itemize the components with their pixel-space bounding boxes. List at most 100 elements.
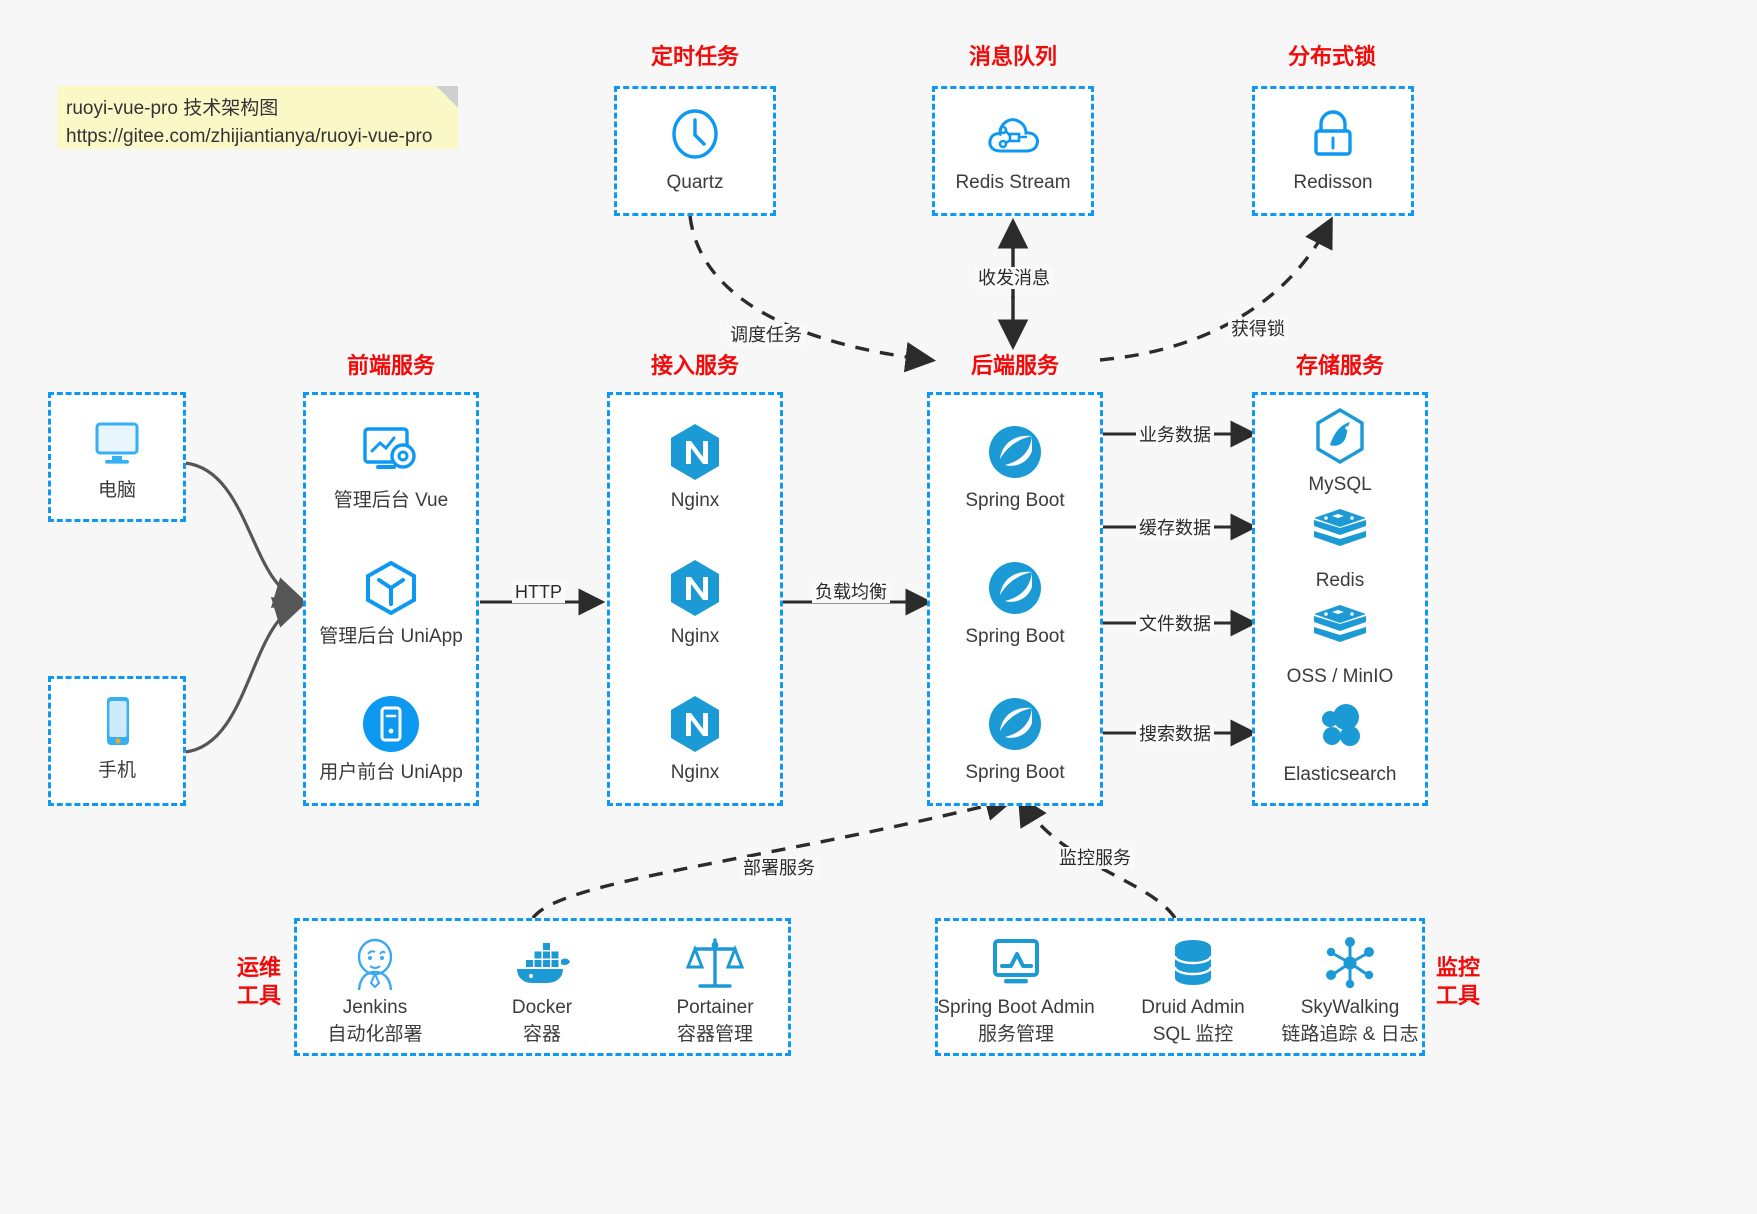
node-elasticsearch: Elasticsearch bbox=[1255, 695, 1425, 787]
redis-icon bbox=[1255, 501, 1425, 563]
skywalking-icon bbox=[1250, 933, 1450, 993]
node-jenkins: Jenkins 自动化部署 bbox=[275, 933, 475, 1047]
node-admin-vue: 管理后台 Vue bbox=[306, 421, 476, 513]
mobile-phone-icon bbox=[51, 691, 183, 753]
dashboard-monitor-icon bbox=[306, 421, 476, 483]
node-sublabel: 自动化部署 bbox=[327, 1024, 423, 1045]
node-spring-boot-3: Spring Boot bbox=[930, 693, 1100, 785]
node-label: Spring Boot bbox=[965, 626, 1065, 647]
caption-distributed-lock: 分布式锁 bbox=[1287, 44, 1376, 69]
node-redisson: Redisson bbox=[1255, 103, 1411, 195]
cube-icon bbox=[306, 557, 476, 619]
caption-gateway-service: 接入服务 bbox=[650, 353, 739, 378]
node-label: OSS / MinIO bbox=[1286, 666, 1394, 687]
gateway-service-box: Nginx Nginx Nginx bbox=[607, 392, 783, 806]
portainer-scales-icon bbox=[615, 933, 815, 993]
note-line-1: ruoyi-vue-pro 技术架构图 bbox=[66, 98, 279, 119]
node-druid-admin: Druid Admin SQL 监控 bbox=[1093, 933, 1293, 1047]
node-label: 管理后台 Vue bbox=[333, 490, 449, 511]
spring-boot-icon bbox=[930, 557, 1100, 619]
mobile-app-icon bbox=[306, 693, 476, 755]
jenkins-icon bbox=[275, 933, 475, 993]
edge-label-http: HTTP bbox=[512, 581, 565, 603]
caption-devops-tools: 运维工具 bbox=[236, 955, 281, 1008]
node-spring-boot-2: Spring Boot bbox=[930, 557, 1100, 649]
client-mobile-box: 手机 bbox=[48, 676, 186, 806]
node-redis-stream: Redis Stream bbox=[935, 103, 1091, 195]
node-nginx-2: Nginx bbox=[610, 557, 780, 649]
lock-icon bbox=[1255, 103, 1411, 165]
client-desktop-box: 电脑 bbox=[48, 392, 186, 522]
nginx-icon bbox=[610, 421, 780, 483]
node-label: Spring Boot bbox=[965, 762, 1065, 783]
node-user-uniapp: 用户前台 UniApp bbox=[306, 693, 476, 785]
node-label: Jenkins bbox=[342, 997, 408, 1018]
message-queue-box: Redis Stream bbox=[932, 86, 1094, 216]
elasticsearch-icon bbox=[1255, 695, 1425, 757]
node-label: Redis Stream bbox=[955, 172, 1071, 193]
spring-boot-icon bbox=[930, 693, 1100, 755]
caption-message-queue: 消息队列 bbox=[968, 44, 1057, 69]
nginx-icon bbox=[610, 693, 780, 755]
caption-storage-service: 存储服务 bbox=[1295, 353, 1384, 378]
spring-boot-icon bbox=[930, 421, 1100, 483]
edge-label-schedule-task: 调度任务 bbox=[727, 324, 805, 346]
caption-frontend-service: 前端服务 bbox=[346, 353, 435, 378]
desktop-computer-icon bbox=[51, 411, 183, 473]
node-sublabel: 服务管理 bbox=[977, 1024, 1054, 1045]
node-portainer: Portainer 容器管理 bbox=[615, 933, 815, 1047]
cloud-stream-icon bbox=[935, 103, 1091, 165]
node-sublabel: 容器管理 bbox=[676, 1024, 753, 1045]
node-oss-minio: OSS / MinIO bbox=[1255, 597, 1425, 689]
node-docker: Docker 容器 bbox=[442, 933, 642, 1047]
node-sublabel: 容器 bbox=[522, 1024, 561, 1045]
node-label: SkyWalking bbox=[1300, 997, 1400, 1018]
node-label: Redis bbox=[1315, 570, 1365, 591]
devops-tools-box: Jenkins 自动化部署 Docker bbox=[294, 918, 791, 1056]
distributed-lock-box: Redisson bbox=[1252, 86, 1414, 216]
monitor-tools-box: Spring Boot Admin 服务管理 Druid Admin SQL 监… bbox=[935, 918, 1425, 1056]
node-nginx-1: Nginx bbox=[610, 421, 780, 513]
scheduled-task-box: Quartz bbox=[614, 86, 776, 216]
node-label: Portainer bbox=[676, 997, 754, 1018]
database-stack-icon bbox=[1093, 933, 1293, 993]
edge-label-cache-data: 缓存数据 bbox=[1136, 517, 1214, 539]
sticky-note: ruoyi-vue-pro 技术架构图 https://gitee.com/zh… bbox=[57, 86, 458, 149]
nginx-icon bbox=[610, 557, 780, 619]
node-sublabel: 链路追踪 & 日志 bbox=[1281, 1024, 1419, 1045]
node-nginx-3: Nginx bbox=[610, 693, 780, 785]
node-spring-boot-1: Spring Boot bbox=[930, 421, 1100, 513]
node-label: Spring Boot bbox=[965, 490, 1065, 511]
node-label: Nginx bbox=[670, 626, 720, 647]
node-label: 电脑 bbox=[97, 480, 136, 501]
node-quartz: Quartz bbox=[617, 103, 773, 195]
spring-boot-admin-icon bbox=[916, 933, 1116, 993]
storage-service-box: MySQL Redis bbox=[1252, 392, 1428, 806]
node-computer: 电脑 bbox=[51, 411, 183, 503]
edge-label-acquire-lock: 获得锁 bbox=[1228, 318, 1288, 340]
note-fold-corner bbox=[436, 86, 458, 108]
caption-backend-service: 后端服务 bbox=[970, 353, 1059, 378]
node-spring-boot-admin: Spring Boot Admin 服务管理 bbox=[916, 933, 1116, 1047]
node-label: Docker bbox=[511, 997, 573, 1018]
node-label: Quartz bbox=[666, 172, 724, 193]
caption-scheduled-task: 定时任务 bbox=[650, 44, 739, 69]
node-admin-uniapp: 管理后台 UniApp bbox=[306, 557, 476, 649]
edge-label-monitor-service: 监控服务 bbox=[1056, 847, 1134, 869]
edge-label-load-balance: 负载均衡 bbox=[812, 581, 890, 603]
frontend-service-box: 管理后台 Vue 管理后台 UniApp 用户前台 UniApp bbox=[303, 392, 479, 806]
node-sublabel: SQL 监控 bbox=[1152, 1024, 1234, 1045]
edge-label-business-data: 业务数据 bbox=[1136, 424, 1214, 446]
edge-label-file-data: 文件数据 bbox=[1136, 613, 1214, 635]
backend-service-box: Spring Boot Spring Boot Spring Boot bbox=[927, 392, 1103, 806]
node-label: 手机 bbox=[97, 760, 136, 781]
node-label: Nginx bbox=[670, 762, 720, 783]
edge-label-send-receive-message: 收发消息 bbox=[975, 267, 1053, 289]
node-label: 用户前台 UniApp bbox=[319, 762, 463, 783]
edge-label-search-data: 搜索数据 bbox=[1136, 723, 1214, 745]
node-redis: Redis bbox=[1255, 501, 1425, 593]
node-label: Nginx bbox=[670, 490, 720, 511]
node-label: Redisson bbox=[1293, 172, 1373, 193]
